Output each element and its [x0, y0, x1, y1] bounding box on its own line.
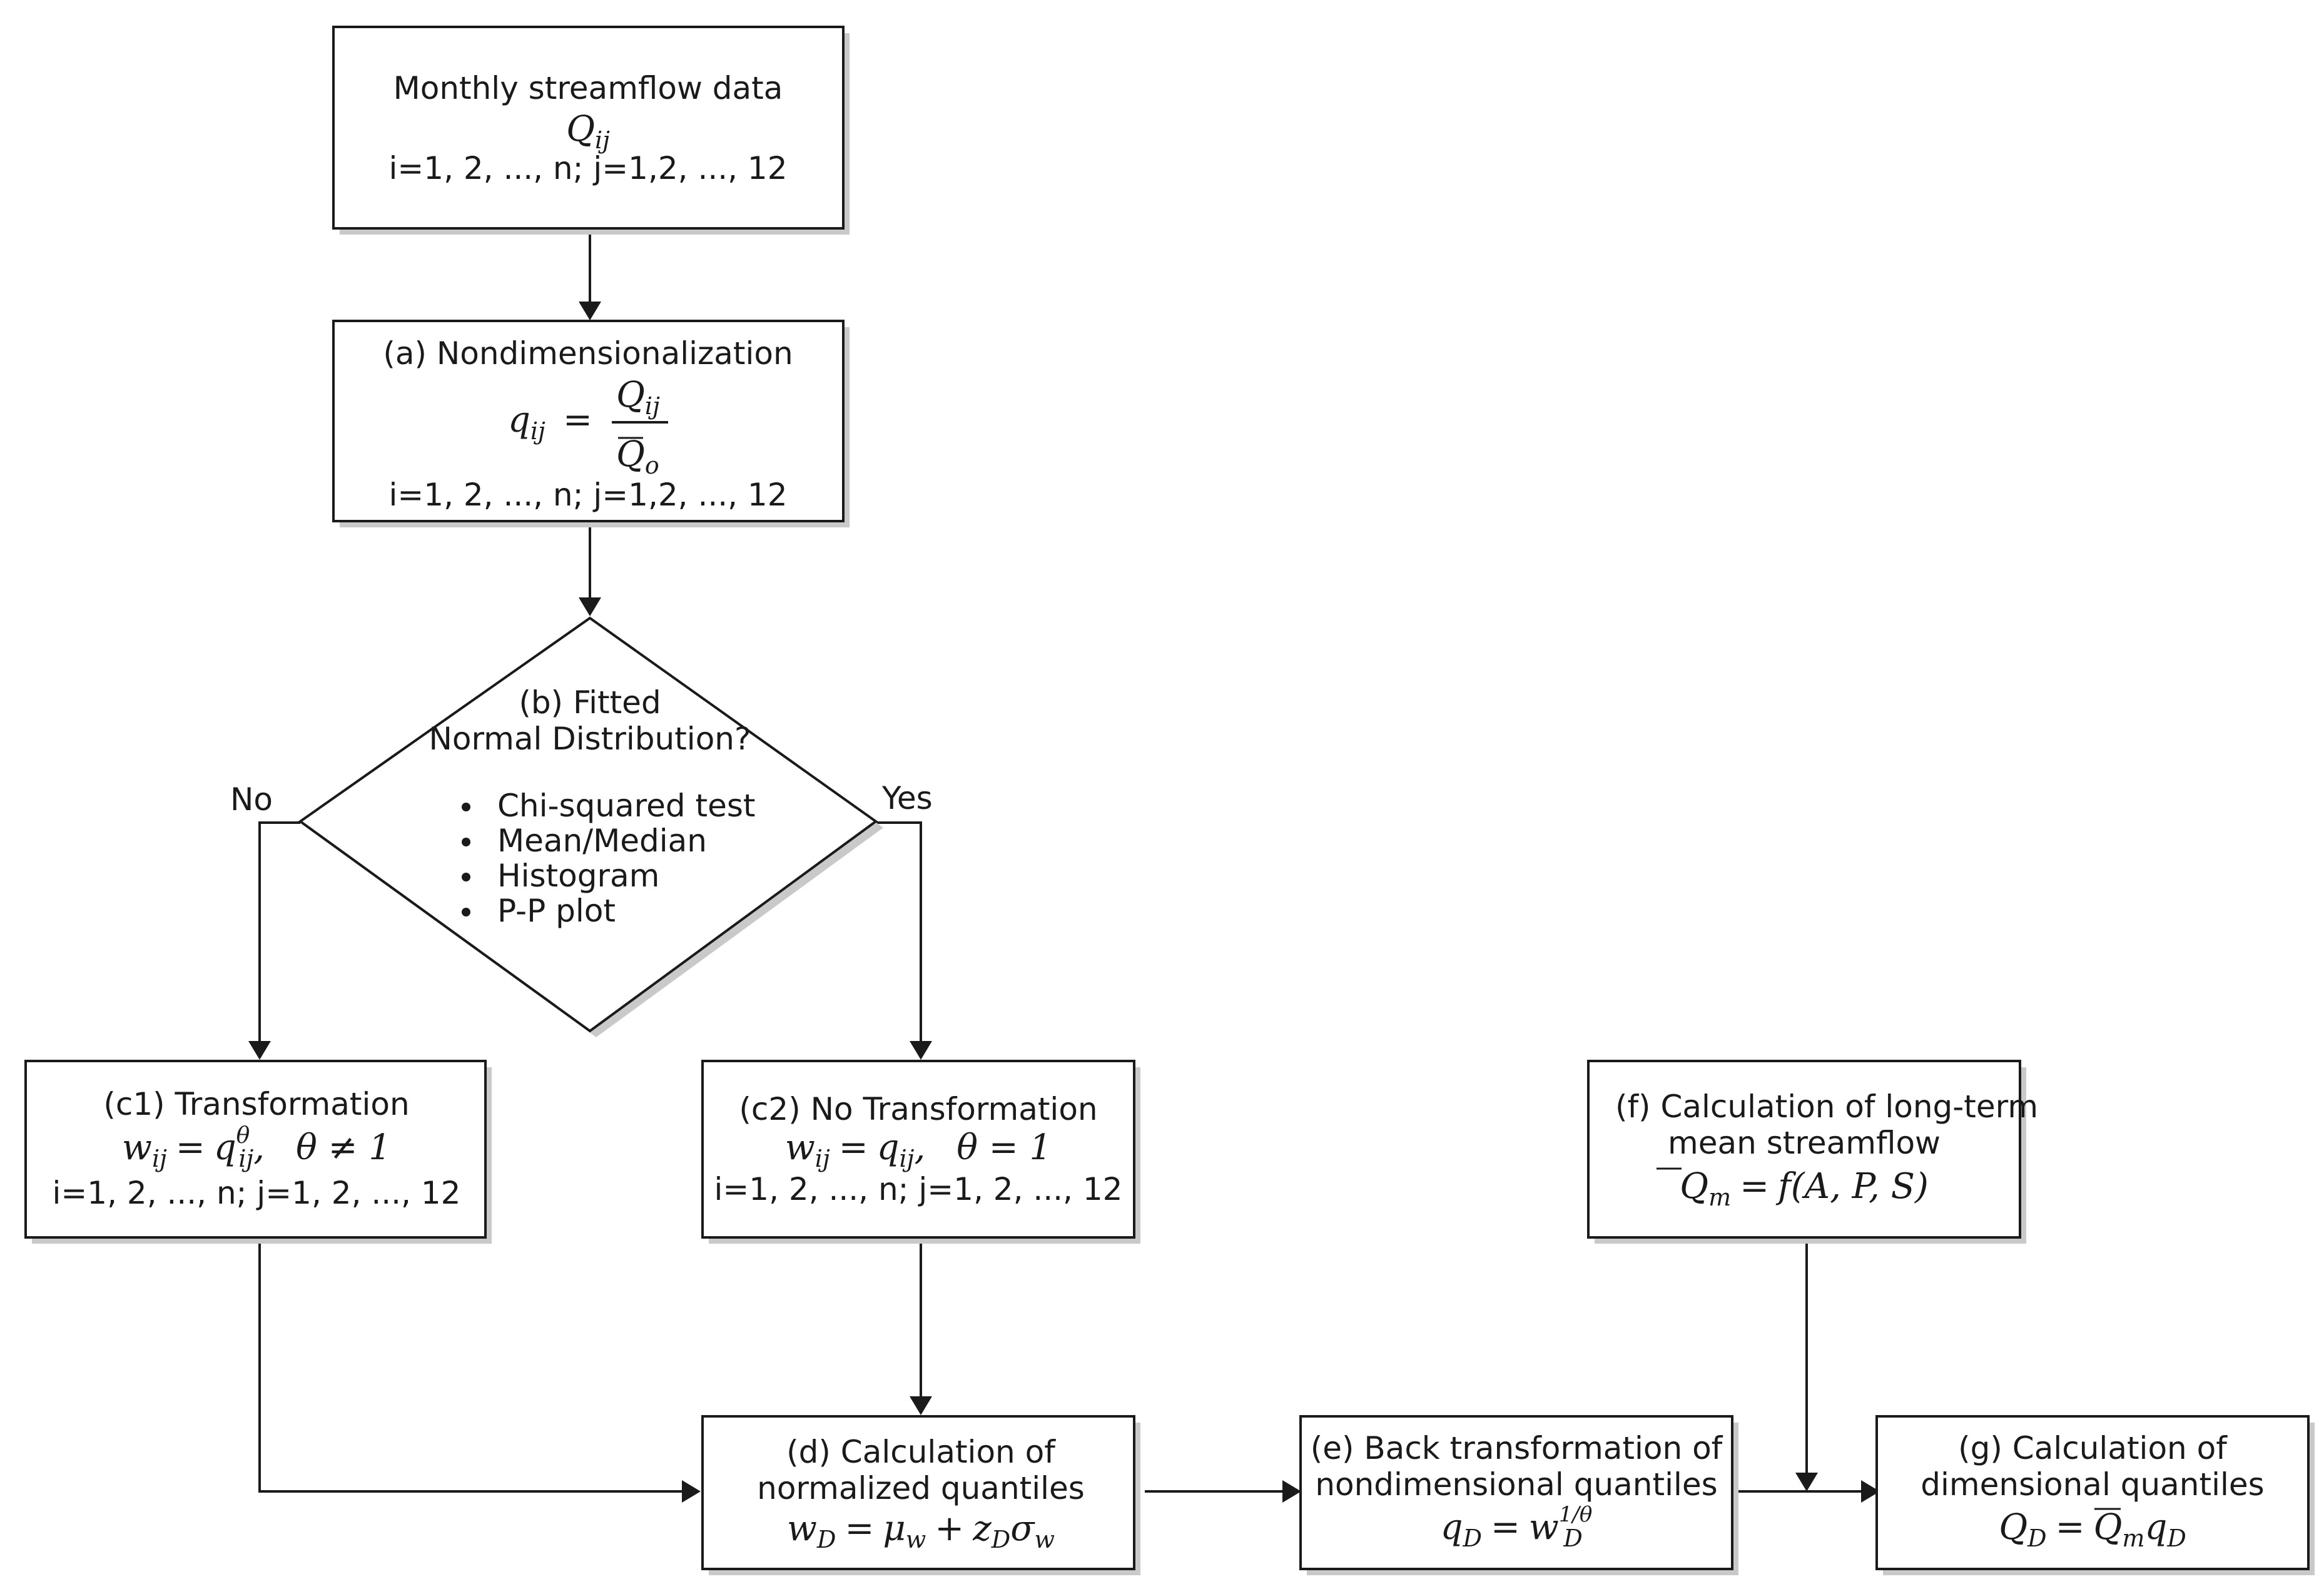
node-g-dimensional-quantiles: (g) Calculation of dimensional quantiles…: [1875, 1415, 2315, 1575]
e-title-line2: nondimensional quantiles: [1315, 1466, 1717, 1503]
f-equation: Qm=f(A, P, S): [1680, 1166, 1929, 1211]
a-index: i=1, 2, ..., n; j=1,2, ..., 12: [388, 477, 787, 513]
arrowhead-f-to-junction: [1795, 1473, 1818, 1491]
branch-label-no: No: [230, 781, 273, 818]
a-denominator: Qo: [616, 434, 659, 479]
node-monthly-streamflow-data: Monthly streamflow data Qij i=1, 2, ...,…: [332, 26, 850, 235]
b-title-line2: Normal Distribution?: [429, 721, 751, 757]
bullet-icon: [462, 838, 470, 846]
b-tests-list: Chi-squared test Mean/Median Histogram P…: [462, 788, 756, 929]
arrow-b-to-c2: [876, 821, 922, 1045]
b-test-item: Mean/Median: [497, 823, 707, 859]
branch-label-yes: Yes: [881, 780, 933, 816]
a-lhs: qij: [508, 400, 545, 445]
d-title-line1: (d) Calculation of: [786, 1434, 1056, 1470]
b-test-item: P-P plot: [497, 893, 616, 929]
arrowhead-d-to-e: [1282, 1480, 1301, 1503]
arrowhead-start-to-a: [579, 302, 601, 320]
node-a-nondimensionalization: (a) Nondimensionalization qij = Qij Qo i…: [332, 320, 850, 527]
arrowhead-b-to-c1: [248, 1041, 271, 1060]
b-title-line1: (b) Fitted: [519, 684, 661, 721]
b-test-item: Histogram: [497, 858, 659, 894]
arrowhead-b-to-c2: [910, 1041, 932, 1060]
a-title: (a) Nondimensionalization: [383, 335, 793, 372]
g-title-line2: dimensional quantiles: [1921, 1466, 2264, 1503]
g-equation: QD=QmqD: [1999, 1507, 2186, 1552]
node-c2-no-transformation: (c2) No Transformation wij=qij,θ = 1 i=1…: [701, 1060, 1140, 1244]
d-equation: wD=μw+zDσw: [787, 1508, 1055, 1553]
arrowhead-e-to-g: [1861, 1480, 1880, 1503]
bullet-icon: [462, 803, 470, 811]
b-test-item: Chi-squared test: [497, 788, 756, 824]
c2-title: (c2) No Transformation: [739, 1091, 1097, 1127]
a-equals: =: [563, 400, 592, 440]
e-title-line1: (e) Back transformation of: [1311, 1430, 1723, 1466]
arrowhead-c1-to-d: [682, 1480, 701, 1503]
arrowhead-a-to-b: [579, 597, 601, 616]
start-index: i=1, 2, ..., n; j=1,2, ..., 12: [388, 150, 787, 186]
c1-index: i=1, 2, ..., n; j=1, 2, ..., 12: [53, 1175, 461, 1211]
node-f-long-term-mean: (f) Calculation of long-term mean stream…: [1587, 1060, 2038, 1244]
bullet-icon: [462, 873, 470, 881]
g-title-line1: (g) Calculation of: [1958, 1430, 2228, 1466]
c2-equation: wij=qij,θ = 1: [785, 1127, 1052, 1172]
a-numerator: Qij: [616, 375, 660, 420]
start-title: Monthly streamflow data: [393, 70, 783, 106]
f-title-line2: mean streamflow: [1668, 1125, 1941, 1161]
node-e-back-transformation: (e) Back transformation of nondimensiona…: [1299, 1415, 1738, 1575]
node-b-fitted-normal-distribution: (b) Fitted Normal Distribution? Chi-squa…: [230, 616, 933, 1037]
c1-title: (c1) Transformation: [103, 1086, 409, 1122]
c2-index: i=1, 2, ..., n; j=1, 2, ..., 12: [714, 1171, 1123, 1207]
node-d-normalized-quantiles: (d) Calculation of normalized quantiles …: [701, 1415, 1140, 1575]
d-title-line2: normalized quantiles: [757, 1470, 1085, 1506]
arrow-c1-to-d: [258, 1237, 685, 1493]
f-title-line1: (f) Calculation of long-term: [1615, 1089, 2038, 1125]
arrowhead-c2-to-d: [910, 1396, 932, 1415]
start-equation: Qij: [566, 109, 610, 154]
bullet-icon: [462, 908, 470, 916]
connectors: [248, 231, 1880, 1503]
arrow-b-to-c1: [258, 821, 300, 1045]
